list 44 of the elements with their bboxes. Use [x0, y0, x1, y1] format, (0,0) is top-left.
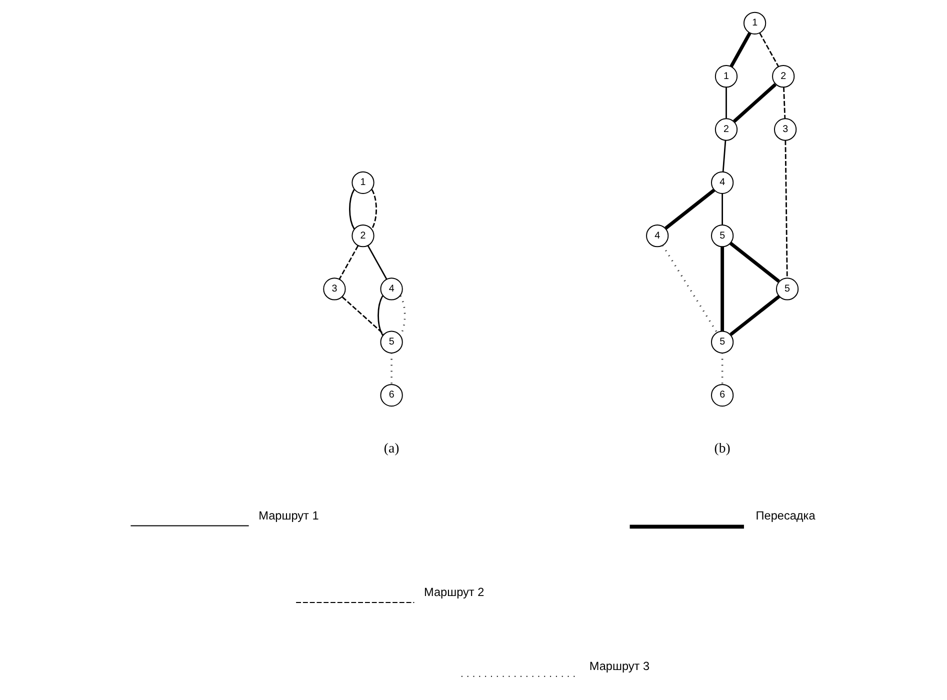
connector [721, 194, 722, 225]
legend-label: Маршрут 2 [424, 585, 484, 600]
node-circle: 2 [772, 65, 794, 88]
legend-label: Маршрут 1 [258, 508, 318, 522]
node-circle: 3 [774, 118, 796, 141]
node-circle: 2 [714, 118, 738, 141]
connector [758, 32, 779, 67]
legend-label: Пересадка [755, 508, 815, 522]
connector [720, 352, 723, 384]
connector [725, 87, 726, 118]
connector [377, 296, 383, 336]
node-circle: 4 [710, 171, 734, 194]
connector [366, 245, 387, 280]
node-circle: 4 [380, 278, 402, 300]
label: (b) [714, 440, 730, 456]
node-circle: 5 [710, 224, 734, 248]
node-circle: 6 [710, 384, 734, 407]
connector [664, 188, 715, 230]
connector [728, 242, 780, 283]
connector [338, 245, 358, 280]
connector [370, 189, 376, 230]
node-circle: 6 [380, 384, 402, 407]
node-circle: 5 [710, 330, 734, 354]
connector [722, 140, 726, 172]
connector [390, 352, 392, 384]
node-circle: 2 [351, 224, 374, 248]
label: (a) [383, 440, 399, 456]
node-circle: 5 [775, 278, 798, 300]
connector [729, 32, 751, 68]
node-circle: 1 [714, 65, 738, 88]
connector [661, 244, 718, 333]
node-circle: 5 [380, 330, 402, 354]
connector [732, 83, 776, 123]
connector [341, 296, 384, 335]
connector [720, 246, 724, 331]
node-circle: 1 [351, 171, 374, 194]
node-circle: 3 [322, 278, 346, 300]
legend-label: Маршрут 3 [588, 659, 650, 674]
node-circle: 4 [646, 224, 668, 248]
connector [729, 295, 780, 336]
connector [782, 87, 786, 119]
node-circle: 1 [742, 12, 766, 34]
connector [784, 140, 788, 278]
connector [348, 189, 354, 230]
